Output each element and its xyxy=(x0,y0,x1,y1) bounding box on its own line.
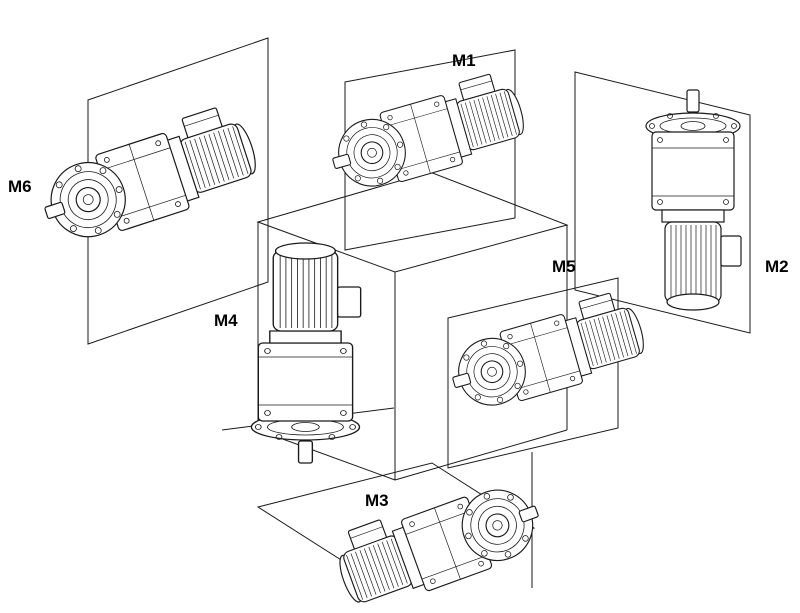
mounting-plane-m5 xyxy=(447,277,619,469)
label-m5: M5 xyxy=(552,257,576,276)
label-m1: M1 xyxy=(452,51,476,70)
gearmotor-m5-drawing xyxy=(441,286,652,418)
label-m3: M3 xyxy=(365,491,389,510)
gearmotor-m6-drawing xyxy=(30,100,265,252)
mounting-plane-m6 xyxy=(87,37,269,345)
label-m2: M2 xyxy=(765,257,789,276)
mounting-plane-m3 xyxy=(256,462,536,573)
mounting-plane-m1 xyxy=(344,49,516,251)
label-m6: M6 xyxy=(8,177,32,196)
gearmotor-m2-drawing xyxy=(645,89,742,311)
label-m4: M4 xyxy=(214,311,238,330)
gearmotor-m3-drawing xyxy=(327,467,551,613)
gearmotor-m1-drawing xyxy=(321,67,532,199)
